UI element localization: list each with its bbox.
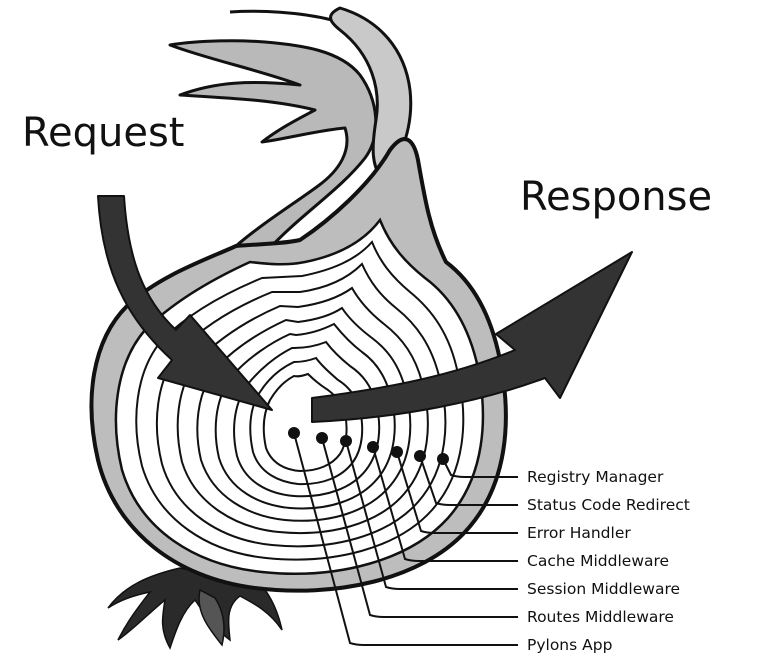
- response-arrow: [311, 251, 633, 423]
- layer-dot: [288, 427, 300, 439]
- layer-leader-line: [372, 446, 518, 562]
- layer-leader-line: [321, 437, 518, 618]
- layer-label: Error Handler: [527, 524, 631, 542]
- layer-label: Status Code Redirect: [527, 496, 690, 514]
- onion-roots: [107, 567, 283, 650]
- layer-leader-line: [345, 440, 518, 590]
- layer-label: Session Middleware: [527, 580, 680, 598]
- layer-leader-line: [293, 432, 518, 646]
- response-label: Response: [520, 174, 712, 220]
- request-arrow: [97, 195, 273, 411]
- layer-dot: [316, 432, 328, 444]
- layer-dot: [340, 435, 352, 447]
- layer-dot: [367, 441, 379, 453]
- layer-label: Cache Middleware: [527, 552, 669, 570]
- layer-leader-line: [419, 455, 518, 506]
- layer-dot: [437, 453, 449, 465]
- onion-stem-top: [329, 6, 413, 184]
- layer-leader-line: [442, 458, 518, 478]
- onion-stem: [168, 39, 378, 252]
- request-label: Request: [22, 110, 184, 156]
- layer-dot: [414, 450, 426, 462]
- layer-label: Registry Manager: [527, 468, 664, 486]
- layer-leader-line: [396, 451, 518, 534]
- layer-label: Routes Middleware: [527, 608, 674, 626]
- layer-label: Pylons App: [527, 636, 612, 654]
- layer-dot: [391, 446, 403, 458]
